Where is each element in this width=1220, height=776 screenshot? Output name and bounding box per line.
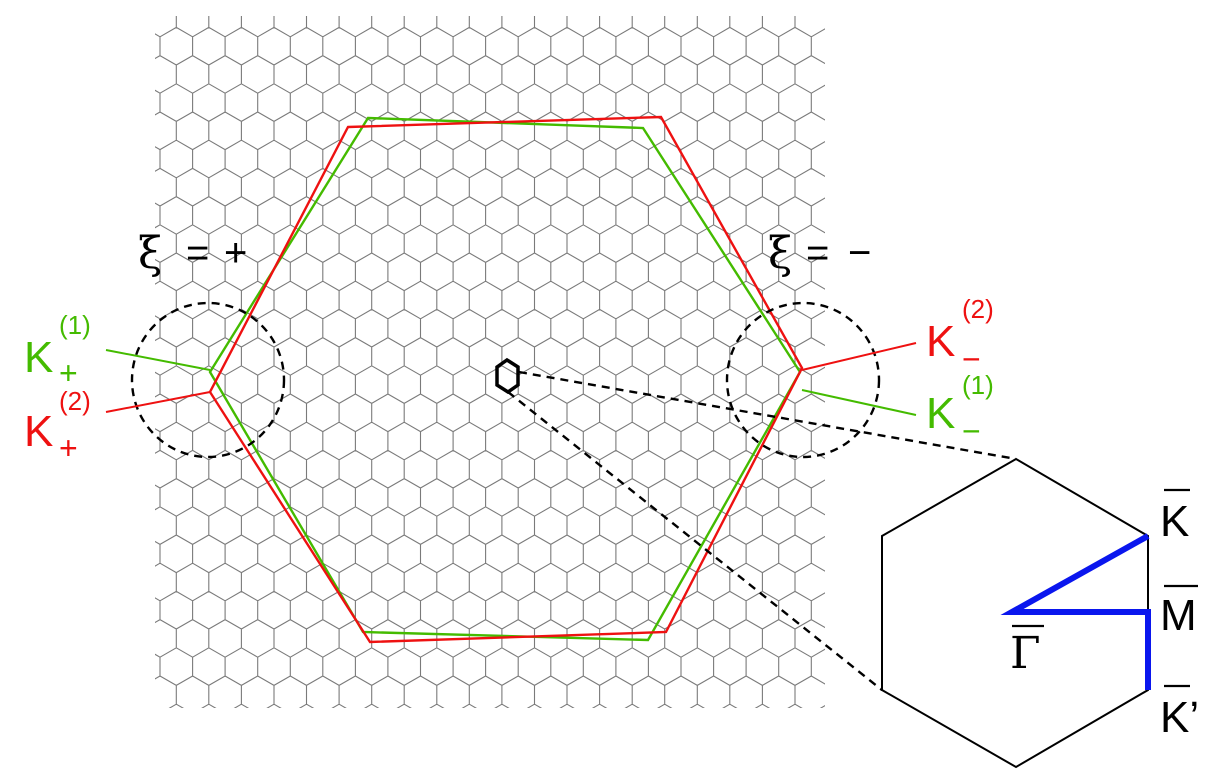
k-minus-2-base: K — [926, 317, 955, 366]
xi-minus-label: ξ = − — [768, 228, 871, 279]
k-minus-2-superscript: (2) — [962, 294, 994, 324]
xi-minus-symbol: ξ — [768, 228, 792, 279]
xi-plus-label: ξ = + — [138, 228, 247, 279]
k-minus-1-base: K — [926, 389, 955, 438]
label-leader-lines — [105, 342, 917, 416]
leader-k-plus-2 — [105, 391, 211, 413]
valley-circle-plus — [130, 301, 286, 459]
k-bar-label: K — [1160, 488, 1190, 546]
m-symbol: M — [1160, 591, 1197, 640]
k-prime-symbol: K’ — [1160, 693, 1199, 742]
k-plus-1-superscript: (1) — [59, 310, 91, 340]
k-prime-bar-label: K’ — [1160, 684, 1199, 742]
xi-plus-sign: + — [224, 231, 247, 275]
gamma-bar-label: Γ — [1010, 624, 1044, 679]
leader-k-minus-2 — [801, 342, 917, 371]
label-k-plus-1: K (1) + — [24, 310, 91, 391]
leader-k-plus-1 — [105, 349, 211, 371]
xi-minus-sign: − — [848, 231, 871, 275]
label-k-plus-2: K (2) + — [24, 386, 91, 466]
leader-k-minus-1 — [801, 389, 917, 416]
valley-circle-minus — [725, 301, 881, 459]
zoom-line-upper — [518, 370, 1017, 461]
k-plus-1-subscript: + — [59, 355, 78, 391]
zoom-line-lower — [507, 391, 883, 691]
honeycomb-lattice — [155, 16, 825, 708]
xi-plus-symbol: ξ — [138, 228, 162, 279]
high-symmetry-path — [1000, 533, 1151, 690]
m-bar-label: M — [1160, 584, 1198, 640]
k-minus-1-superscript: (1) — [962, 370, 994, 400]
gamma-symbol: Γ — [1010, 628, 1041, 679]
k-minus-2-subscript: − — [962, 341, 981, 377]
k-plus-1-base: K — [24, 333, 53, 382]
k-symbol: K — [1160, 497, 1189, 546]
k-plus-2-base: K — [24, 407, 53, 456]
k-plus-2-superscript: (2) — [59, 386, 91, 416]
xi-minus-equals: = — [806, 231, 829, 275]
k-minus-1-subscript: − — [962, 413, 981, 449]
k-plus-2-subscript: + — [59, 430, 78, 466]
label-k-minus-1: K (1) − — [926, 370, 994, 449]
zoom-lines — [507, 370, 1017, 691]
xi-plus-equals: = — [186, 231, 209, 275]
lattice-edges — [155, 16, 825, 708]
small-brillouin-zone-marker — [495, 357, 520, 395]
green-brillouin-zone — [208, 116, 802, 642]
label-k-minus-2: K (2) − — [926, 294, 994, 377]
valley-circles — [130, 301, 881, 459]
